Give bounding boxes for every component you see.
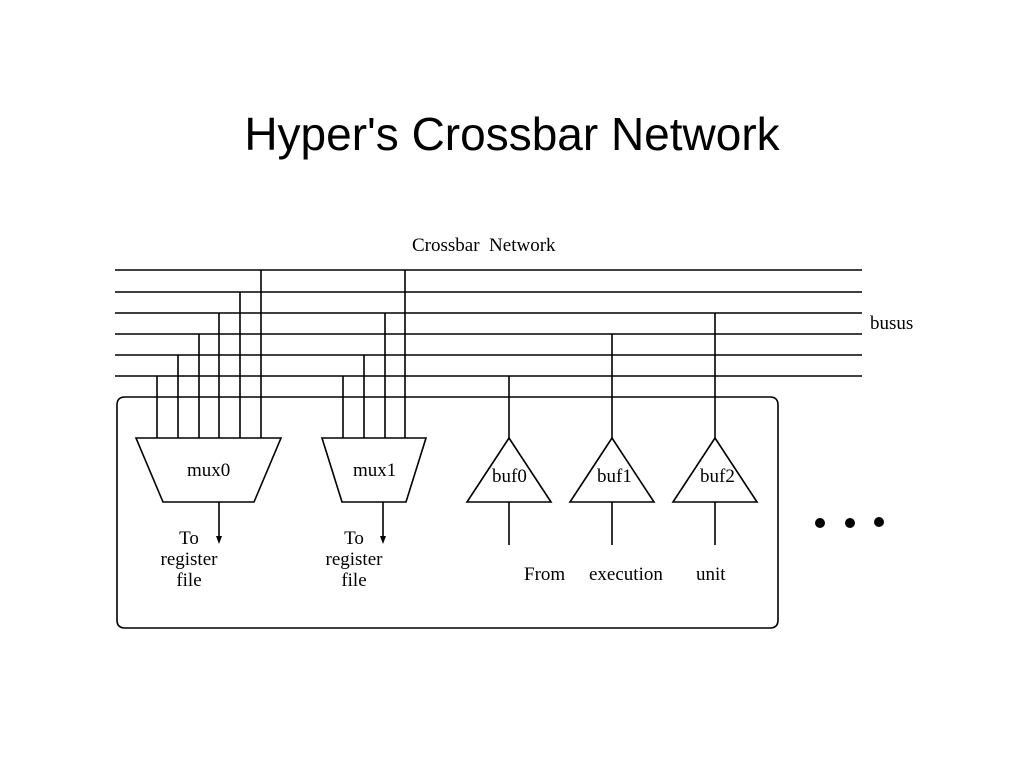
- mux1-output-label-line3: file: [341, 570, 366, 591]
- functional-unit-box: [116, 396, 779, 629]
- busus-label: busus: [870, 313, 913, 334]
- ellipsis-dot: [874, 517, 884, 527]
- mux0-output-arrowhead: [216, 536, 222, 544]
- mux0-inputs: [156, 270, 262, 438]
- mux0-output-label-line2: register: [161, 549, 219, 570]
- buf2-label: buf2: [700, 466, 735, 487]
- unit-label: unit: [696, 564, 726, 585]
- buf1: buf1: [568, 334, 656, 545]
- mux0-output-label-line3: file: [176, 570, 201, 591]
- mux1-label: mux1: [353, 460, 396, 481]
- mux1-output-label-line2: register: [326, 549, 384, 570]
- buf0: buf0: [465, 376, 553, 545]
- mux1-trapezoid: [320, 437, 428, 503]
- mux0: mux0 To register file: [134, 437, 283, 591]
- buf0-label: buf0: [492, 466, 527, 487]
- mux0-output-label-line1: To: [179, 528, 199, 549]
- bus-lines: [115, 269, 862, 377]
- mux1-inputs: [342, 270, 406, 438]
- slide-title: Hyper's Crossbar Network: [244, 108, 780, 160]
- mux1: mux1 To register file: [320, 437, 428, 591]
- from-label: From: [524, 564, 565, 585]
- execution-label: execution: [589, 564, 663, 585]
- ellipsis-dot: [845, 518, 855, 528]
- ellipsis-dots-icon: [815, 517, 884, 528]
- buf2: buf2: [671, 313, 759, 545]
- buf1-label: buf1: [597, 466, 632, 487]
- mux1-output-arrowhead: [380, 536, 386, 544]
- ellipsis-dot: [815, 518, 825, 528]
- mux0-label: mux0: [187, 460, 230, 481]
- mux1-output-label-line1: To: [344, 528, 364, 549]
- crossbar-network-label: Crossbar Network: [412, 235, 556, 256]
- mux0-trapezoid: [134, 437, 283, 503]
